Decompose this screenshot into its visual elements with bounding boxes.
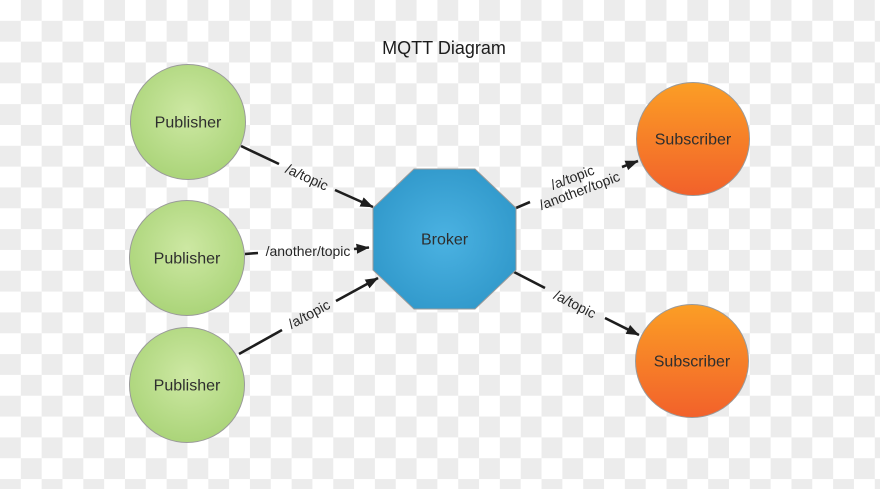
publisher-node-3: Publisher xyxy=(129,327,245,443)
edge-line-segment xyxy=(244,251,259,256)
edge-publisher3-broker-label: /a/topic xyxy=(285,296,332,332)
subscriber-node-2-label: Subscriber xyxy=(654,354,731,371)
edge-publisher1-broker-label: /a/topic xyxy=(283,160,331,193)
publisher-node-2-label: Publisher xyxy=(154,251,221,268)
publisher-node-1-label: Publisher xyxy=(155,115,222,132)
subscriber-node-2: Subscriber xyxy=(635,304,749,418)
publisher-node-3-label: Publisher xyxy=(154,378,221,395)
publisher-node-1: Publisher xyxy=(130,64,246,180)
edge-publisher2-broker-label: /another/topic xyxy=(266,243,351,259)
broker-node: Broker xyxy=(372,168,517,310)
publisher-node-1-shape xyxy=(130,64,246,180)
publisher-node-2: Publisher xyxy=(129,200,245,316)
page-title: MQTT Diagram xyxy=(382,38,506,58)
edge-broker-subscriber2-label: /a/topic xyxy=(551,287,598,322)
subscriber-node-1-label: Subscriber xyxy=(655,132,732,149)
edge-broker-subscriber1-label: /a/topic /another/topic xyxy=(532,154,622,213)
edge-publisher3-broker: /a/topic xyxy=(238,276,379,356)
edge-line-segment xyxy=(621,159,639,171)
publisher-node-3-shape xyxy=(129,327,245,443)
edge-line-segment xyxy=(335,276,379,303)
edge-line-segment xyxy=(334,188,374,209)
edge-line-segment xyxy=(240,144,280,166)
edge-line-segment xyxy=(604,316,640,337)
edge-line-segment xyxy=(515,200,531,210)
subscriber-node-1-shape xyxy=(636,82,750,196)
edge-line-segment xyxy=(513,270,546,290)
edge-publisher1-broker: /a/topic xyxy=(240,144,374,209)
edge-broker-subscriber1: /a/topic /another/topic xyxy=(515,154,639,213)
edge-line-segment xyxy=(353,243,370,254)
subscriber-node-2-shape xyxy=(635,304,749,418)
edge-publisher2-broker: /another/topic xyxy=(244,243,370,259)
broker-node-label: Broker xyxy=(421,232,469,249)
broker-node-shape xyxy=(372,168,517,310)
publisher-node-2-shape xyxy=(129,200,245,316)
subscriber-node-1: Subscriber xyxy=(636,82,750,196)
edge-broker-subscriber2: /a/topic xyxy=(513,270,640,337)
edge-line-segment xyxy=(238,328,283,356)
